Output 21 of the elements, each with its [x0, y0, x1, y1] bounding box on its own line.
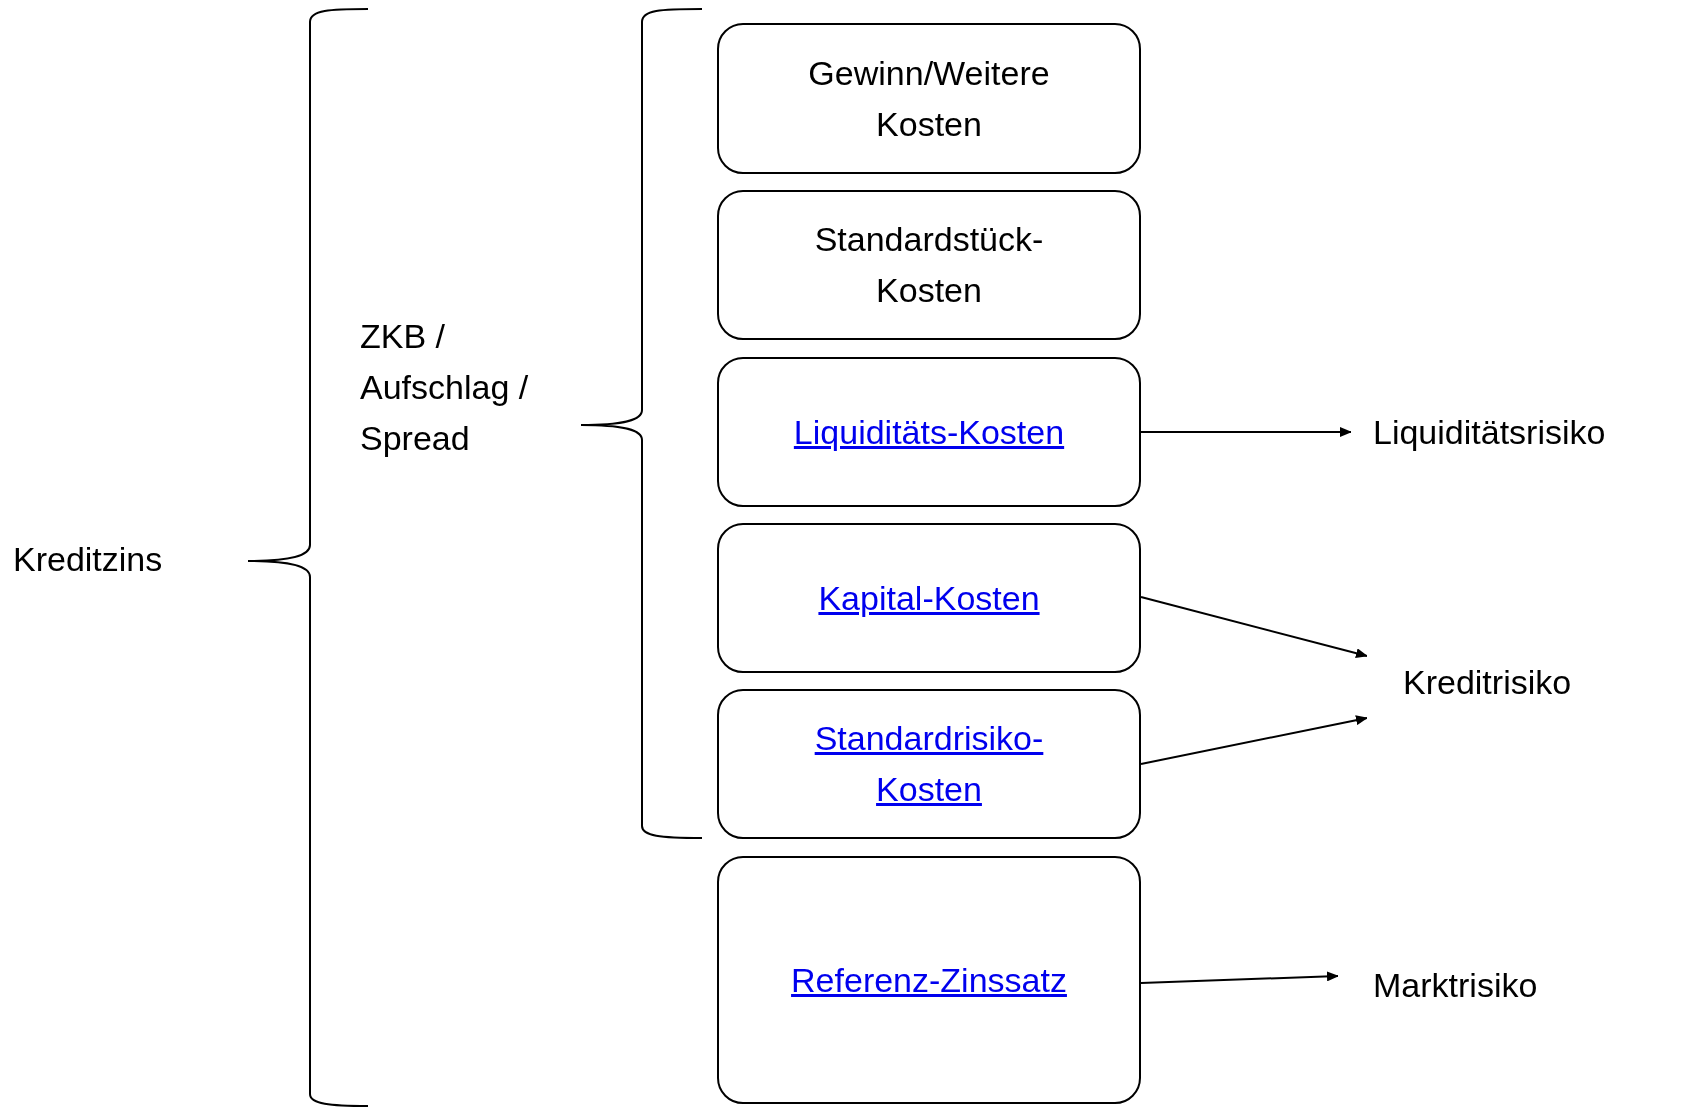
link: Standardrisiko- Kosten — [813, 718, 1045, 810]
cost-box — [717, 523, 1141, 673]
arrow — [1140, 971, 1339, 984]
link: Kapital-Kosten — [818, 577, 1040, 619]
cost-box — [717, 190, 1141, 340]
box-text: Liquiditätsrisiko — [1373, 411, 1606, 453]
link: Liquiditäts-Kosten — [793, 411, 1065, 453]
cost-box — [717, 357, 1141, 507]
cost-box — [717, 689, 1141, 839]
cost-box — [717, 23, 1141, 174]
arrow — [1140, 427, 1352, 437]
box-text: Marktrisiko — [1373, 964, 1538, 1006]
label-text: Kreditzins — [13, 539, 163, 580]
box-text: Gewinn/Weitere Kosten — [807, 52, 1051, 145]
arrow — [1140, 715, 1368, 765]
arrow — [1140, 596, 1368, 659]
box-text: Kreditrisiko — [1403, 661, 1572, 703]
label-text: ZKB / Aufschlag / Spread — [360, 316, 530, 459]
link: Referenz-Zinssatz — [791, 959, 1067, 1001]
cost-box — [717, 856, 1141, 1104]
box-text: Standardstück- Kosten — [813, 219, 1045, 311]
